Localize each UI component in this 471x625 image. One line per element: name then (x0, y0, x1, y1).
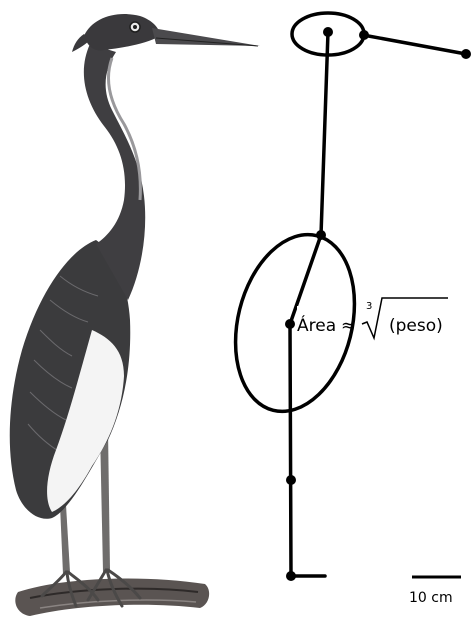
formula-radicand: (peso) (389, 316, 443, 336)
joint-knee (286, 475, 296, 485)
joint-hip (285, 319, 295, 329)
heron-illustration (10, 14, 260, 616)
scale-bar: 10 cm (409, 577, 461, 606)
area-formula: Área ≈ 3 (peso) (297, 298, 448, 338)
formula-relation: ≈ (341, 316, 355, 336)
heron-leg-right (100, 430, 110, 572)
scale-bar-label: 10 cm (409, 590, 453, 606)
joint-foot (286, 571, 296, 581)
heron-leg-left (60, 505, 70, 574)
skeleton-joints (285, 27, 471, 581)
joint-shoulder (316, 230, 326, 240)
joint-beak-tip (461, 49, 471, 59)
neck-line (321, 32, 328, 235)
formula-root-index: 3 (366, 301, 372, 312)
formula-prefix: Área (297, 314, 336, 336)
leg-line (290, 324, 291, 576)
skeleton-diagram (218, 13, 466, 576)
joint-head (323, 27, 333, 37)
heron-beak (152, 28, 260, 46)
heron-head (84, 14, 160, 50)
beak-line (363, 35, 466, 54)
joint-beak-base (359, 30, 369, 40)
